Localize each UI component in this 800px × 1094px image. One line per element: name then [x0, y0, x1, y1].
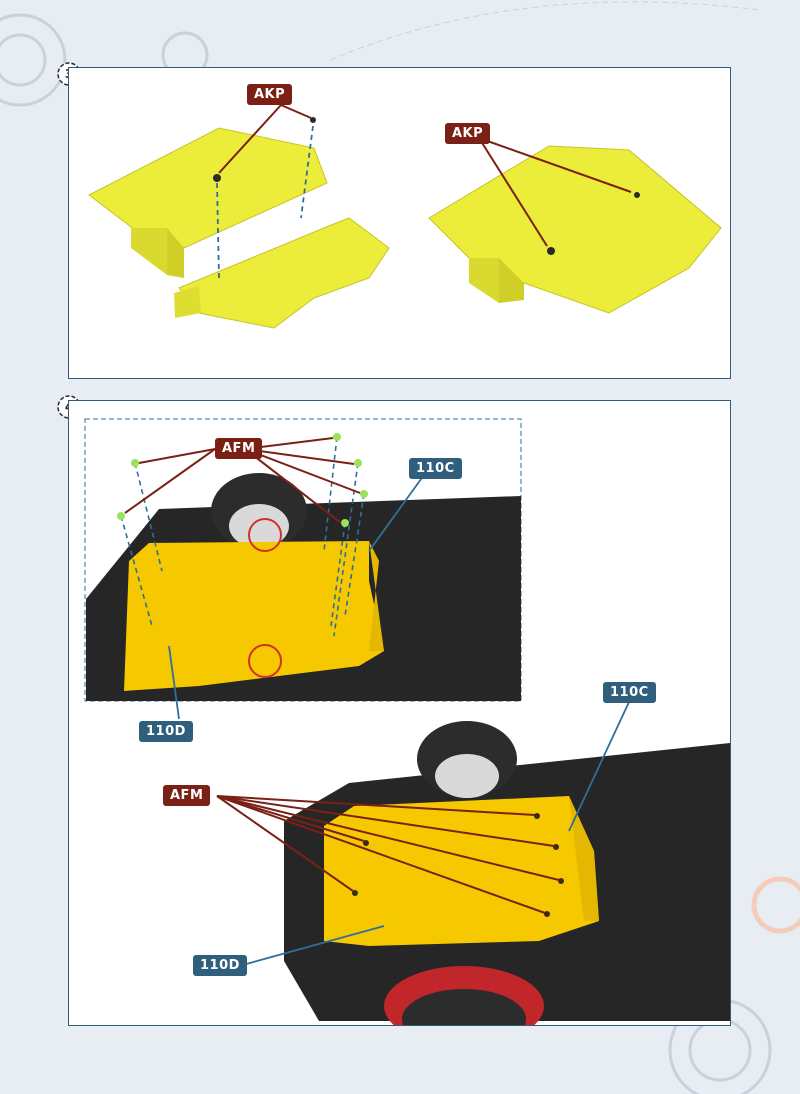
main-pointer-arrows — [216, 795, 560, 914]
step-3-panel: AKP AKP — [68, 67, 731, 379]
pointer-arrows — [218, 104, 632, 247]
step-4-panel: AFM 110C 110D 110C AFM 110D — [68, 400, 731, 1026]
main-label-leaders — [238, 701, 630, 967]
cover-part-exploded — [88, 117, 328, 278]
guide-lines — [216, 125, 314, 279]
part-label-akp: AKP — [445, 123, 491, 144]
step-4-illustration — [84, 418, 730, 1025]
screw-icons — [117, 433, 368, 527]
part-label-110d: 110D — [193, 955, 247, 976]
floor-plate-exploded — [174, 217, 390, 329]
part-label-afm: AFM — [163, 785, 211, 806]
part-label-110c: 110C — [603, 682, 656, 703]
detail-chassis — [86, 473, 521, 701]
main-screw-holes — [352, 813, 564, 917]
cover-assembled — [428, 145, 722, 314]
part-label-afm: AFM — [215, 438, 263, 459]
part-label-110d: 110D — [139, 721, 193, 742]
step-3-illustration — [88, 104, 722, 329]
assembled-chassis — [284, 721, 730, 1025]
detail-guide-lines — [120, 436, 365, 637]
part-label-110c: 110C — [409, 458, 462, 479]
detail-label-leaders — [168, 474, 425, 720]
part-label-akp: AKP — [247, 84, 293, 105]
